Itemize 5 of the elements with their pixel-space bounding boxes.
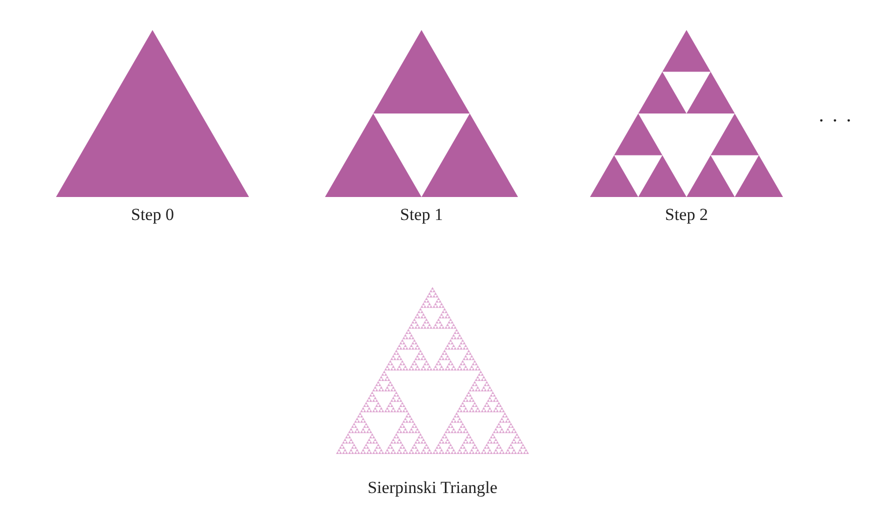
figure-caption: Step 2 xyxy=(665,205,708,225)
figure-caption: Step 1 xyxy=(400,205,443,225)
figure-caption: Step 0 xyxy=(131,205,174,225)
ellipsis: · · · xyxy=(818,110,853,133)
figure-caption: Sierpinski Triangle xyxy=(368,478,498,498)
